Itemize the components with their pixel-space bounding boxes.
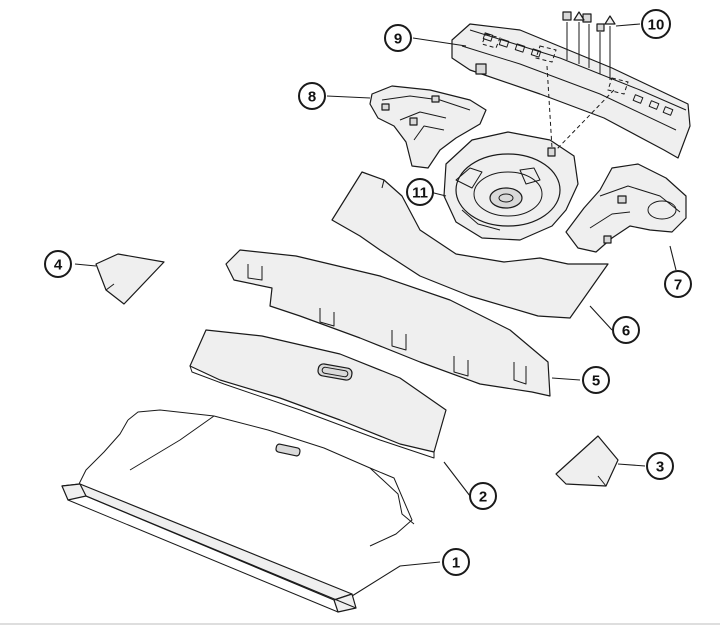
callout-11-label: 11 (412, 185, 428, 202)
callout-7: 7 (664, 270, 692, 298)
callout-1-label: 1 (452, 555, 460, 572)
callout-9: 9 (384, 24, 412, 52)
callout-7-label: 7 (674, 277, 682, 294)
callout-2: 2 (469, 482, 497, 510)
leader-lines (74, 23, 677, 597)
callout-1: 1 (442, 548, 470, 576)
callout-3-label: 3 (656, 459, 664, 476)
callout-8-label: 8 (308, 89, 316, 106)
part-11-spare-tire-tub (443, 131, 579, 241)
callout-11: 11 (406, 178, 434, 206)
callout-6-label: 6 (622, 323, 630, 340)
callout-5: 5 (582, 366, 610, 394)
callout-4: 4 (44, 250, 72, 278)
part-2-cover-board (189, 329, 447, 459)
part-5-parcel-shelf (225, 249, 551, 397)
callout-10: 10 (641, 9, 671, 39)
part-7-right-side-bracket (565, 163, 687, 253)
callout-8: 8 (298, 82, 326, 110)
callout-3: 3 (646, 452, 674, 480)
part-10-clips (562, 11, 616, 80)
part-4-left-trim-piece (95, 253, 165, 305)
callout-9-label: 9 (394, 31, 402, 48)
part-6-floor-board (331, 171, 609, 319)
callout-5-label: 5 (592, 373, 600, 390)
part-1-luggage-cover (61, 409, 415, 613)
callout-2-label: 2 (479, 489, 487, 506)
callout-6: 6 (612, 316, 640, 344)
callout-4-label: 4 (54, 257, 63, 274)
part-8-left-side-bracket (369, 85, 487, 169)
part-3-right-trim-piece (555, 435, 619, 487)
callout-10-label: 10 (648, 17, 665, 34)
part-9-rear-panel-trim (451, 23, 691, 159)
